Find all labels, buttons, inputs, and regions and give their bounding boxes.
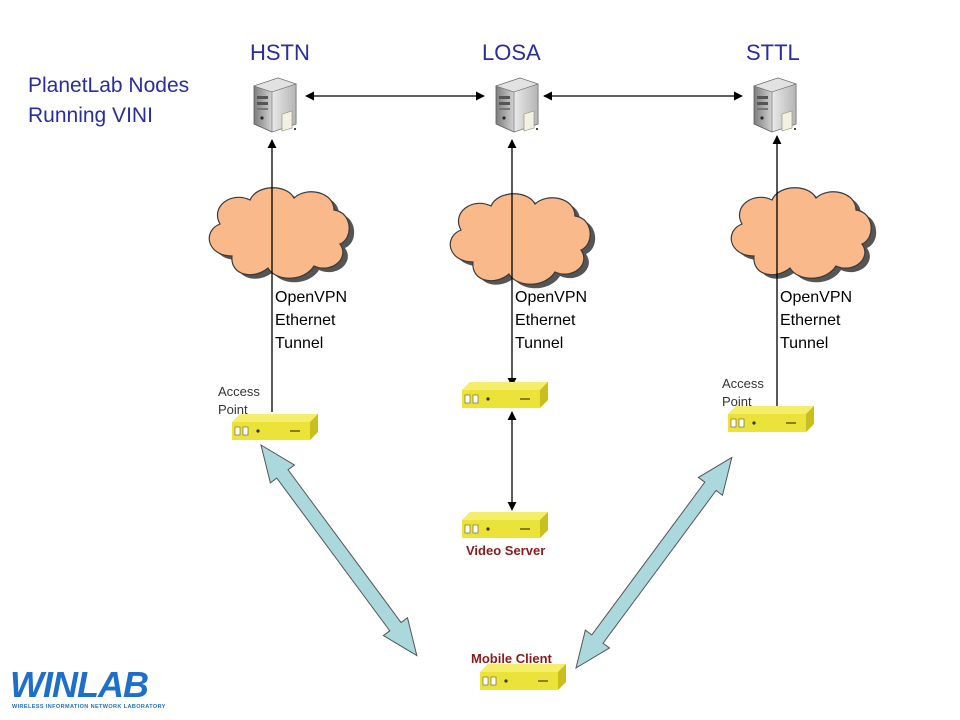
tunnel-label-left-3: Tunnel — [275, 335, 323, 352]
router-center-icon — [461, 381, 549, 409]
tunnel-label-left-2: Ethernet — [275, 312, 336, 329]
wireless-link-right — [575, 456, 733, 670]
access-point-label-right-2: Point — [722, 394, 752, 409]
diagram-title-line1: PlanetLab Nodes — [28, 74, 189, 97]
site-label-hstn: HSTN — [250, 40, 310, 65]
tunnel-label-center-1: OpenVPN — [515, 289, 587, 306]
cloud-icon-center — [449, 193, 596, 289]
mobile-client-icon — [479, 663, 567, 691]
video-server-label: Video Server — [466, 543, 545, 558]
server-icon-sttl — [753, 77, 797, 133]
access-point-right-icon — [727, 405, 815, 433]
access-point-label-left-1: Access — [218, 384, 260, 399]
server-icon-losa — [495, 77, 539, 133]
access-point-label-left-2: Point — [218, 402, 248, 417]
tunnel-label-right-3: Tunnel — [780, 335, 828, 352]
video-server-icon — [461, 511, 549, 539]
tunnel-label-center-3: Tunnel — [515, 335, 563, 352]
server-icon-hstn — [253, 77, 297, 133]
diagram-title-line2: Running VINI — [28, 104, 153, 127]
site-label-sttl: STTL — [746, 40, 800, 65]
winlab-logo: WINLAB WIRELESS INFORMATION NETWORK LABO… — [10, 664, 166, 710]
mobile-client-label: Mobile Client — [471, 651, 553, 666]
access-point-left-icon — [231, 413, 319, 441]
wireless-link-left — [260, 443, 418, 657]
tunnel-label-left-1: OpenVPN — [275, 289, 347, 306]
tunnel-label-right-2: Ethernet — [780, 312, 841, 329]
cloud-icon-left — [208, 187, 355, 283]
cloud-icon-right — [730, 187, 877, 283]
site-label-losa: LOSA — [482, 40, 541, 65]
winlab-logo-subtitle: WIRELESS INFORMATION NETWORK LABORATORY — [12, 704, 166, 710]
winlab-logo-text: WINLAB — [10, 664, 148, 705]
tunnel-label-center-2: Ethernet — [515, 312, 576, 329]
tunnel-label-right-1: OpenVPN — [780, 289, 852, 306]
access-point-label-right-1: Access — [722, 376, 764, 391]
